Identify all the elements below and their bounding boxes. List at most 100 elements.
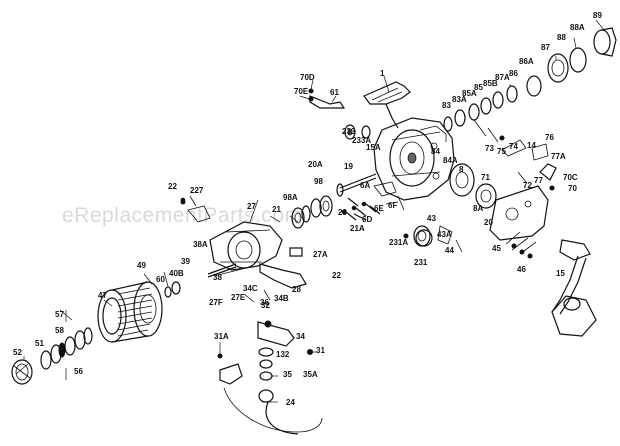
label-19: 19 bbox=[344, 162, 353, 171]
drag-knob-52 bbox=[11, 310, 93, 385]
label-88: 88 bbox=[557, 33, 566, 42]
label-27E: 27E bbox=[231, 293, 246, 302]
label-72: 72 bbox=[523, 181, 532, 190]
bracket-61 bbox=[299, 79, 346, 109]
anti-reverse-parts bbox=[499, 135, 557, 191]
label-47: 47 bbox=[98, 291, 107, 300]
spool-47 bbox=[97, 281, 163, 343]
label-51: 51 bbox=[35, 339, 44, 348]
label-86A: 86A bbox=[519, 57, 534, 66]
label-14: 14 bbox=[527, 141, 536, 150]
label-6F: 6F bbox=[388, 201, 398, 210]
front-drag-parts bbox=[443, 27, 617, 143]
label-75: 75 bbox=[497, 147, 506, 156]
label-34B: 34B bbox=[274, 294, 289, 303]
label-34C: 34C bbox=[243, 284, 258, 293]
label-29: 29 bbox=[338, 208, 347, 217]
label-8A: 8A bbox=[473, 204, 484, 213]
label-38A: 38A bbox=[193, 240, 208, 249]
label-36: 36 bbox=[260, 298, 269, 307]
clip-227 bbox=[180, 195, 211, 223]
label-71: 71 bbox=[481, 173, 490, 182]
label-76: 76 bbox=[545, 133, 554, 142]
label-89: 89 bbox=[593, 11, 602, 20]
label-70D: 70D bbox=[300, 73, 315, 82]
label-84: 84 bbox=[431, 147, 440, 156]
label-6E: 6E bbox=[374, 204, 384, 213]
label-87: 87 bbox=[541, 43, 550, 52]
label-231: 231 bbox=[414, 258, 428, 267]
label-60: 60 bbox=[156, 275, 165, 284]
label-32: 32 bbox=[261, 301, 270, 310]
label-84A: 84A bbox=[443, 156, 458, 165]
label-46: 46 bbox=[517, 265, 526, 274]
label-85: 85 bbox=[474, 83, 483, 92]
label-34: 34 bbox=[296, 332, 305, 341]
label-43: 43 bbox=[427, 214, 436, 223]
label-83: 83 bbox=[442, 101, 451, 110]
label-233A: 233A bbox=[352, 136, 372, 145]
label-56: 56 bbox=[74, 367, 83, 376]
screws-21-29 bbox=[269, 201, 377, 223]
label-58: 58 bbox=[55, 326, 64, 335]
label-43A: 43A bbox=[437, 230, 452, 239]
gear-231 bbox=[403, 225, 463, 253]
label-15: 15 bbox=[556, 269, 565, 278]
label-231A: 231A bbox=[389, 238, 409, 247]
label-70C: 70C bbox=[563, 173, 578, 182]
label-52: 52 bbox=[13, 348, 22, 357]
label-6D: 6D bbox=[362, 215, 373, 224]
reel-body-gearbox bbox=[373, 117, 455, 201]
label-21A: 21A bbox=[350, 224, 365, 233]
label-39: 39 bbox=[181, 257, 190, 266]
label-45: 45 bbox=[492, 244, 501, 253]
label-22b: 22 bbox=[332, 271, 341, 280]
label-98A: 98A bbox=[283, 193, 298, 202]
label-86: 86 bbox=[509, 69, 518, 78]
label-31A: 31A bbox=[214, 332, 229, 341]
label-70E: 70E bbox=[294, 87, 309, 96]
spring-38 bbox=[213, 267, 271, 303]
label-57: 57 bbox=[55, 310, 64, 319]
label-77A: 77A bbox=[551, 152, 566, 161]
label-61: 61 bbox=[330, 88, 339, 97]
label-40B: 40B bbox=[169, 269, 184, 278]
label-35: 35 bbox=[283, 370, 292, 379]
label-6A: 6A bbox=[360, 181, 371, 190]
label-233: 233 bbox=[342, 127, 356, 136]
label-85A: 85A bbox=[462, 89, 477, 98]
label-27A: 27A bbox=[313, 250, 328, 259]
spool-shaft-parts bbox=[143, 199, 237, 298]
label-98: 98 bbox=[314, 177, 323, 186]
label-83A: 83A bbox=[452, 95, 467, 104]
label-132: 132 bbox=[276, 350, 290, 359]
label-15A: 15A bbox=[366, 143, 381, 152]
main-shaft-assembly bbox=[291, 173, 377, 229]
label-22a: 22 bbox=[168, 182, 177, 191]
watermark-text: eReplacementParts.com bbox=[62, 204, 303, 227]
pinion-233 bbox=[344, 124, 371, 140]
leader-lines bbox=[23, 19, 605, 403]
label-88A: 88A bbox=[570, 23, 585, 32]
label-74: 74 bbox=[509, 142, 518, 151]
rotor-27 bbox=[209, 199, 307, 289]
label-227: 227 bbox=[190, 186, 204, 195]
label-20: 20 bbox=[484, 218, 493, 227]
label-8: 8 bbox=[459, 165, 464, 174]
label-49: 49 bbox=[137, 261, 146, 270]
bail-assembly bbox=[217, 320, 323, 435]
label-20A: 20A bbox=[308, 160, 323, 169]
label-70: 70 bbox=[568, 184, 577, 193]
label-27F: 27F bbox=[209, 298, 223, 307]
label-38: 38 bbox=[213, 273, 222, 282]
label-73: 73 bbox=[485, 144, 494, 153]
label-31: 31 bbox=[316, 346, 325, 355]
label-44: 44 bbox=[445, 246, 454, 255]
side-cover bbox=[347, 163, 549, 247]
label-24: 24 bbox=[286, 398, 295, 407]
label-21: 21 bbox=[272, 205, 281, 214]
label-35A: 35A bbox=[303, 370, 318, 379]
label-85B: 85B bbox=[483, 79, 498, 88]
